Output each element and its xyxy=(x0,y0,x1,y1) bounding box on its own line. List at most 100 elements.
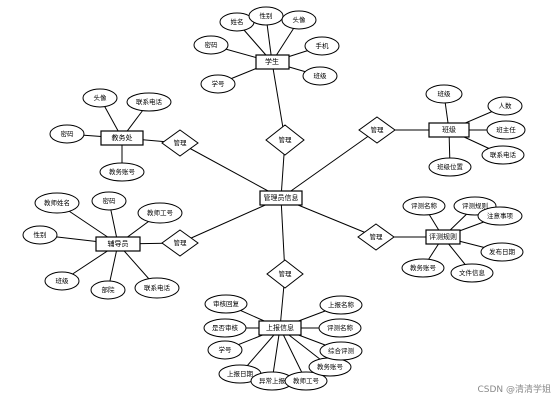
attribute: 学号 xyxy=(207,340,243,360)
svg-text:上报日期: 上报日期 xyxy=(227,369,254,378)
svg-text:学号: 学号 xyxy=(212,79,226,88)
entity-label: 管理员信息 xyxy=(264,193,299,202)
svg-text:密码: 密码 xyxy=(61,129,75,138)
entity-class: 班级 xyxy=(428,122,470,138)
entity-manager: 管理员信息 xyxy=(259,190,303,206)
attribute: 上报日期 xyxy=(218,364,262,384)
attribute: 性别 xyxy=(248,6,284,26)
svg-text:上报名称: 上报名称 xyxy=(328,300,355,309)
attribute: 上报名称 xyxy=(319,295,363,315)
svg-text:教师工号: 教师工号 xyxy=(293,376,320,385)
svg-text:性别: 性别 xyxy=(260,11,273,20)
attribute: 密码 xyxy=(91,191,127,211)
attribute: 部院 xyxy=(90,280,126,300)
attribute: 手机 xyxy=(304,36,340,56)
relationship-office: 管理 xyxy=(161,129,199,157)
svg-text:教师姓名: 教师姓名 xyxy=(44,198,70,207)
attribute: 班主任 xyxy=(486,120,526,140)
svg-text:部院: 部院 xyxy=(102,285,116,294)
svg-text:密码: 密码 xyxy=(205,40,219,49)
svg-text:文件信息: 文件信息 xyxy=(459,268,486,277)
relationship-eval: 管理 xyxy=(357,223,395,251)
attribute: 班级 xyxy=(425,84,463,104)
relationship-label: 管理 xyxy=(370,232,384,241)
attribute: 学号 xyxy=(200,74,236,94)
svg-text:教师工号: 教师工号 xyxy=(147,208,174,217)
relationship-label: 管理 xyxy=(371,125,385,134)
attribute: 人数 xyxy=(487,96,523,116)
entity-label: 教务处 xyxy=(112,133,133,142)
svg-text:人数: 人数 xyxy=(499,101,513,110)
entity-eval: 评测规则 xyxy=(425,229,461,245)
attribute: 头像 xyxy=(82,88,118,108)
svg-text:异常上报: 异常上报 xyxy=(259,376,286,385)
svg-text:评测名称: 评测名称 xyxy=(327,323,354,332)
svg-text:班级位置: 班级位置 xyxy=(437,162,464,171)
attribute: 评测名称 xyxy=(402,196,446,216)
attribute: 文件信息 xyxy=(450,263,494,283)
svg-text:联系电话: 联系电话 xyxy=(490,150,517,159)
attribute: 班级位置 xyxy=(428,157,472,177)
entity-label: 评测规则 xyxy=(429,232,457,241)
relationship-label: 管理 xyxy=(174,138,188,147)
relationship-student: 管理 xyxy=(265,124,305,156)
relationship-class: 管理 xyxy=(358,116,396,144)
svg-text:姓名: 姓名 xyxy=(231,17,244,26)
svg-text:班级: 班级 xyxy=(438,89,452,98)
attribute: 联系电话 xyxy=(481,145,525,165)
svg-text:联系电话: 联系电话 xyxy=(136,97,163,106)
svg-text:是否审核: 是否审核 xyxy=(212,323,239,332)
attribute: 教务账号 xyxy=(401,258,445,278)
svg-text:班级: 班级 xyxy=(314,71,328,80)
attribute: 综合评测 xyxy=(319,341,363,361)
svg-text:联系电话: 联系电话 xyxy=(144,283,171,292)
svg-text:教务账号: 教务账号 xyxy=(109,167,136,176)
entity-label: 辅导员 xyxy=(108,239,129,248)
entity-label: 上报信息 xyxy=(266,323,294,332)
svg-text:审核回复: 审核回复 xyxy=(213,299,240,308)
svg-text:发布日期: 发布日期 xyxy=(489,247,516,256)
svg-text:综合评测: 综合评测 xyxy=(328,346,355,355)
attribute: 头像 xyxy=(281,10,317,30)
attribute: 密码 xyxy=(49,124,85,144)
attribute: 教师工号 xyxy=(137,202,183,224)
watermark: CSDN @清清学姐 xyxy=(477,385,551,395)
entity-teacher: 辅导员 xyxy=(95,236,141,252)
entity-label: 班级 xyxy=(442,125,456,134)
svg-text:密码: 密码 xyxy=(103,196,117,205)
svg-text:评测规则: 评测规则 xyxy=(462,201,488,210)
attribute: 审核回复 xyxy=(204,294,248,314)
attribute: 性别 xyxy=(22,225,58,245)
attribute: 班级 xyxy=(302,66,338,86)
entity-report: 上报信息 xyxy=(258,320,302,336)
svg-text:教务账号: 教务账号 xyxy=(410,263,437,272)
attribute: 发布日期 xyxy=(480,242,524,262)
svg-text:评测名称: 评测名称 xyxy=(411,201,438,210)
attribute: 密码 xyxy=(193,35,229,55)
svg-text:头像: 头像 xyxy=(94,93,108,102)
attribute: 教务账号 xyxy=(99,162,145,182)
entity-office: 教务处 xyxy=(100,130,144,146)
svg-text:学号: 学号 xyxy=(219,345,233,354)
svg-text:班级: 班级 xyxy=(56,276,70,285)
attribute: 教师工号 xyxy=(284,371,328,391)
svg-text:教务账号: 教务账号 xyxy=(317,362,344,371)
relationship-label: 管理 xyxy=(279,269,293,278)
relationship-teacher: 管理 xyxy=(161,229,199,257)
attribute: 注意事项 xyxy=(477,206,523,226)
attribute: 班级 xyxy=(44,271,80,291)
svg-text:注意事项: 注意事项 xyxy=(487,211,514,220)
svg-text:班主任: 班主任 xyxy=(496,125,516,134)
attribute: 是否审核 xyxy=(203,318,247,338)
attribute: 联系电话 xyxy=(126,92,172,112)
svg-text:头像: 头像 xyxy=(293,15,307,24)
relationship-report: 管理 xyxy=(266,259,304,289)
attribute: 教务账号 xyxy=(308,357,352,377)
entity-student: 学生 xyxy=(255,54,290,70)
attribute: 联系电话 xyxy=(134,277,180,299)
svg-text:性别: 性别 xyxy=(34,230,47,239)
attribute: 教师姓名 xyxy=(34,192,80,214)
entity-label: 学生 xyxy=(265,57,279,66)
relationship-label: 管理 xyxy=(174,238,188,247)
